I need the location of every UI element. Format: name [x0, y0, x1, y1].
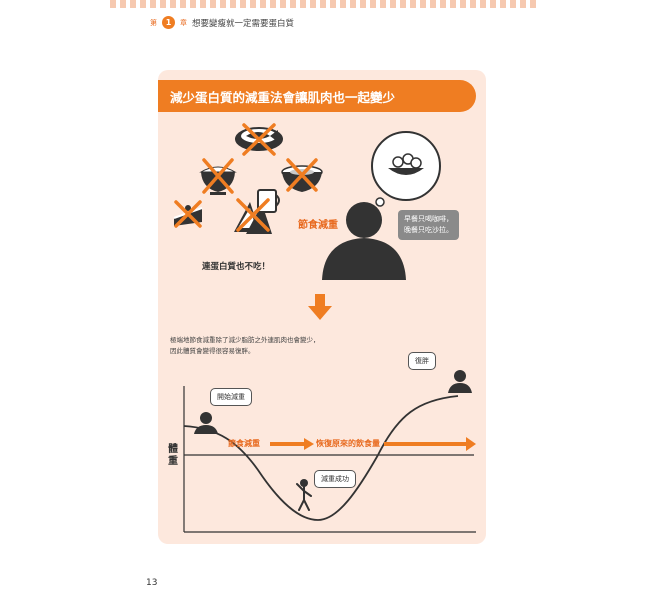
weight-curve — [183, 395, 459, 521]
speech-bubble: 早餐只喝咖啡， 晚餐只吃沙拉。 — [398, 210, 459, 240]
success-callout: 減重成功 — [314, 470, 356, 488]
cake-icon — [173, 200, 203, 228]
dieting-person-icon — [322, 202, 406, 280]
speech-line-2: 晚餐只吃沙拉。 — [404, 226, 453, 234]
down-arrow-icon — [308, 294, 332, 320]
diet-phase-arrow — [270, 438, 314, 450]
protein-note: 連蛋白質也不吃！ — [202, 262, 271, 272]
rebound-person-icon — [448, 370, 472, 393]
description-line-2: 因此體質會變得很容易復胖。 — [170, 347, 255, 355]
diet-label: 節食減重 — [298, 220, 338, 231]
top-stripe-decoration — [110, 0, 540, 8]
chapter-title: 想要變瘦就一定需要蛋白質 — [192, 18, 295, 29]
chapter-prefix: 第 — [150, 18, 157, 27]
success-person-icon — [296, 479, 312, 511]
chapter-number-badge: 1 — [162, 16, 175, 29]
page-number: 13 — [146, 578, 158, 588]
description-text: 極端地節食減重除了減少脂肪之外連肌肉也會變少， 因此體質會變得很容易復胖。 — [170, 335, 450, 357]
fish-dish-icon — [235, 123, 283, 156]
chapter-header: 第 1 章 想要變瘦就一定需要蛋白質 — [150, 16, 294, 29]
rice-bowl-icon — [199, 158, 237, 195]
phase1-label: 節食減重 — [228, 439, 260, 448]
y-axis-label: 體重 — [168, 444, 178, 467]
chapter-suffix: 章 — [180, 18, 187, 27]
recovery-phase-arrow — [384, 437, 476, 451]
start-person-icon — [194, 412, 218, 434]
start-callout: 開始減重 — [210, 388, 252, 406]
panel-title: 減少蛋白質的減重法會讓肌肉也一起變少 — [158, 80, 476, 112]
rebound-callout: 復胖 — [408, 352, 436, 370]
speech-line-1: 早餐只喝咖啡， — [404, 215, 453, 223]
illustration-panel: 減少蛋白質的減重法會讓肌肉也一起變少 — [158, 70, 486, 544]
sandwich-coffee-icon — [234, 189, 280, 234]
meat-bowl-icon — [281, 158, 323, 192]
description-line-1: 極端地節食減重除了減少脂肪之外連肌肉也會變少， — [170, 336, 320, 344]
thought-bubble-icon — [369, 131, 441, 215]
illustration-svg — [173, 123, 476, 533]
phase2-label: 恢復原來的飲食量 — [316, 439, 380, 448]
